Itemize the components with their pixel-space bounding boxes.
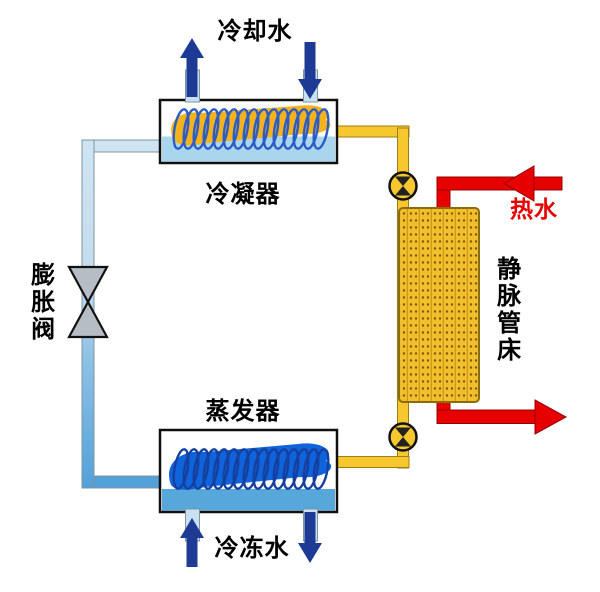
coil-loop: [192, 448, 210, 490]
coil-loop: [292, 448, 310, 490]
pump-vane: [395, 176, 411, 186]
chilled-water-label: 冷冻水: [214, 535, 290, 562]
condenser-unit: [158, 98, 339, 165]
chilled-water-ports: [180, 508, 322, 567]
hot-water-inlet-arrow-icon: [503, 165, 535, 202]
pump-vane: [395, 186, 411, 196]
valve-upper-triangle: [67, 265, 109, 305]
evaporator-label: 蒸发器: [205, 398, 281, 425]
hot-water-label: 热水: [510, 196, 558, 222]
pump-top-icon: [388, 171, 418, 201]
expansion-valve-label: 膨胀阀: [26, 262, 54, 343]
coil-loop: [232, 448, 250, 490]
coil-loop: [312, 108, 330, 150]
coil-loop: [272, 108, 290, 150]
cooling-water-out-arrow-icon: [180, 38, 204, 97]
coil-loop: [282, 108, 300, 150]
coil-loop: [282, 448, 300, 490]
pump-bottom-icon: [388, 422, 418, 452]
coil-loop: [292, 108, 310, 150]
vein-tube-bed: [398, 207, 480, 403]
cooling-water-label: 冷却水: [217, 18, 293, 45]
coil-loop: [252, 448, 270, 490]
evaporator-unit: [158, 428, 339, 514]
chilled-water-in-arrow-icon: [180, 518, 204, 567]
refrigerant-pipe-bottom: [334, 456, 410, 468]
coil-loop: [222, 108, 240, 150]
hot-water-pipe-outlet: [436, 409, 538, 424]
coil-loop: [242, 448, 260, 490]
coil-loop: [182, 108, 200, 150]
evaporator-water-band: [162, 489, 335, 511]
coil-loop: [302, 448, 320, 490]
coil-loop: [242, 108, 260, 150]
valve-lower-triangle: [67, 299, 109, 339]
coil-loop: [202, 108, 220, 150]
coil-loop: [272, 448, 290, 490]
coil-loop: [212, 108, 230, 150]
coil-loop: [172, 448, 190, 490]
coil-loop: [262, 448, 280, 490]
pump-vane: [395, 437, 411, 447]
coil-loop: [252, 108, 270, 150]
evaporator-coil: [172, 448, 330, 490]
cooling-water-in-arrow-icon: [298, 42, 322, 99]
coil-loop: [312, 448, 330, 490]
coil-loop: [202, 448, 220, 490]
coil-loop: [212, 448, 230, 490]
condenser-label: 冷凝器: [205, 181, 281, 208]
coil-loop: [222, 448, 240, 490]
vein-tube-bed-label: 静脉管床: [492, 256, 520, 364]
hot-water-pipe-inlet: [436, 176, 563, 191]
coil-loop: [232, 108, 250, 150]
condenser-coil: [172, 108, 330, 150]
pump-vane: [395, 427, 411, 437]
chilled-water-out-arrow-icon: [298, 512, 322, 563]
cooling-water-ports: [180, 38, 322, 103]
coil-loop: [172, 108, 190, 150]
coil-loop: [192, 108, 210, 150]
condenser-liquid-blob: [171, 105, 331, 146]
coil-loop: [262, 108, 280, 150]
expansion-valve-icon: [67, 265, 109, 339]
coil-loop: [302, 108, 320, 150]
hot-water-outlet-arrow-icon: [534, 399, 568, 435]
coil-loop: [182, 448, 200, 490]
